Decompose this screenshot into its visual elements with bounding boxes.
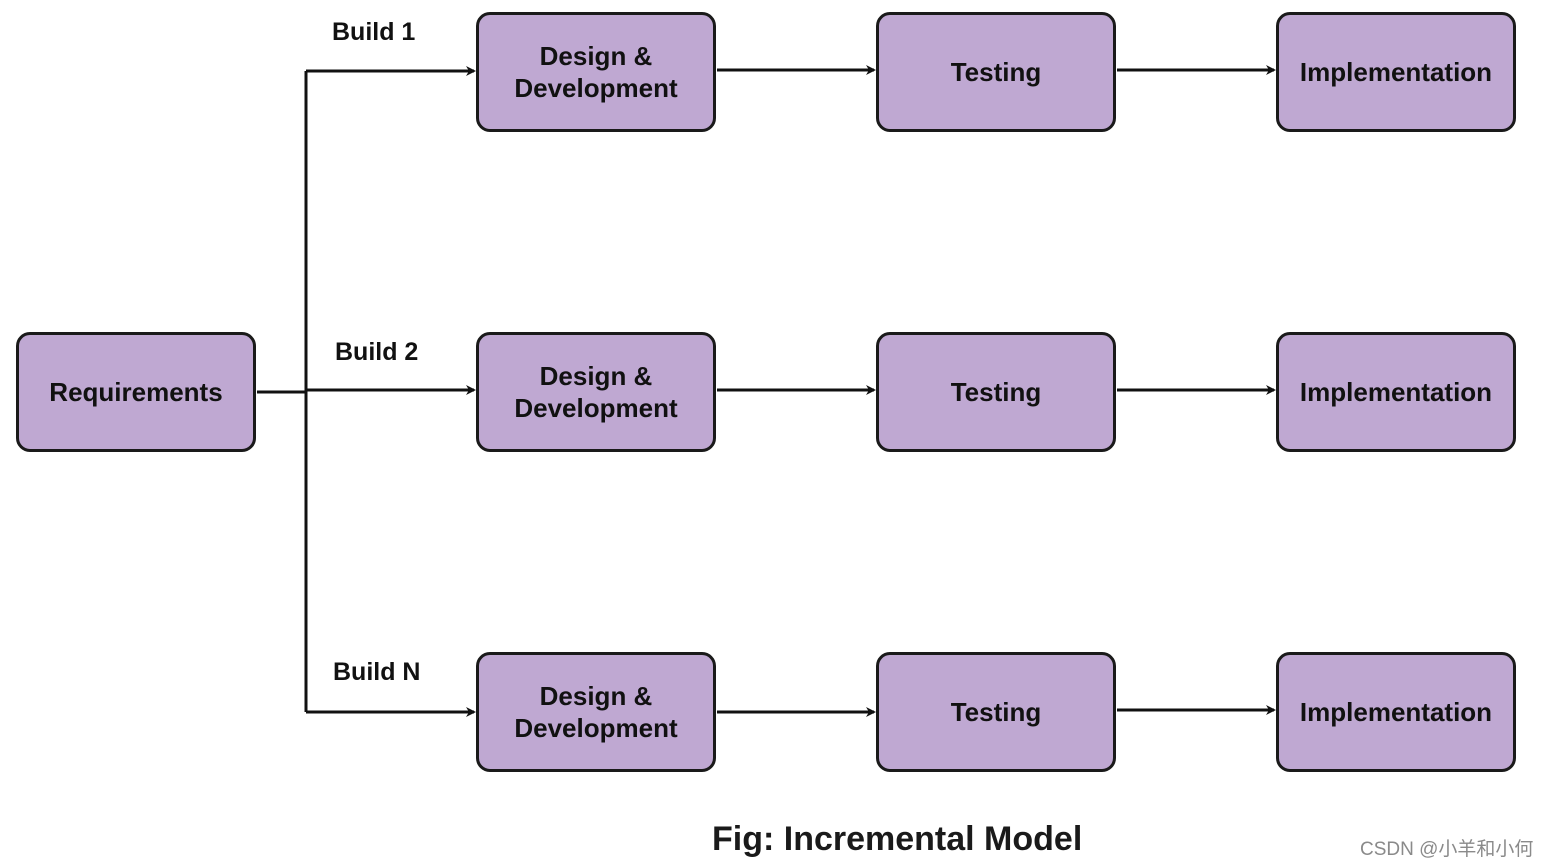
build-n-label: Build N (333, 658, 421, 686)
watermark-text: CSDN @小羊和小何 (1360, 839, 1534, 860)
design-development-box-build-1: Design & Development (476, 12, 716, 132)
figure-caption: Fig: Incremental Model (712, 820, 1083, 858)
implementation-box-build-2: Implementation (1276, 332, 1516, 452)
requirements-box: Requirements (16, 332, 256, 452)
design-development-box-build-n: Design & Development (476, 652, 716, 772)
build-2-label: Build 2 (335, 338, 419, 366)
implementation-box-build-n: Implementation (1276, 652, 1516, 772)
testing-box-build-n: Testing (876, 652, 1116, 772)
design-development-box-build-2: Design & Development (476, 332, 716, 452)
build-1-label: Build 1 (332, 18, 416, 46)
testing-box-build-1: Testing (876, 12, 1116, 132)
testing-box-build-2: Testing (876, 332, 1116, 452)
implementation-box-build-1: Implementation (1276, 12, 1516, 132)
